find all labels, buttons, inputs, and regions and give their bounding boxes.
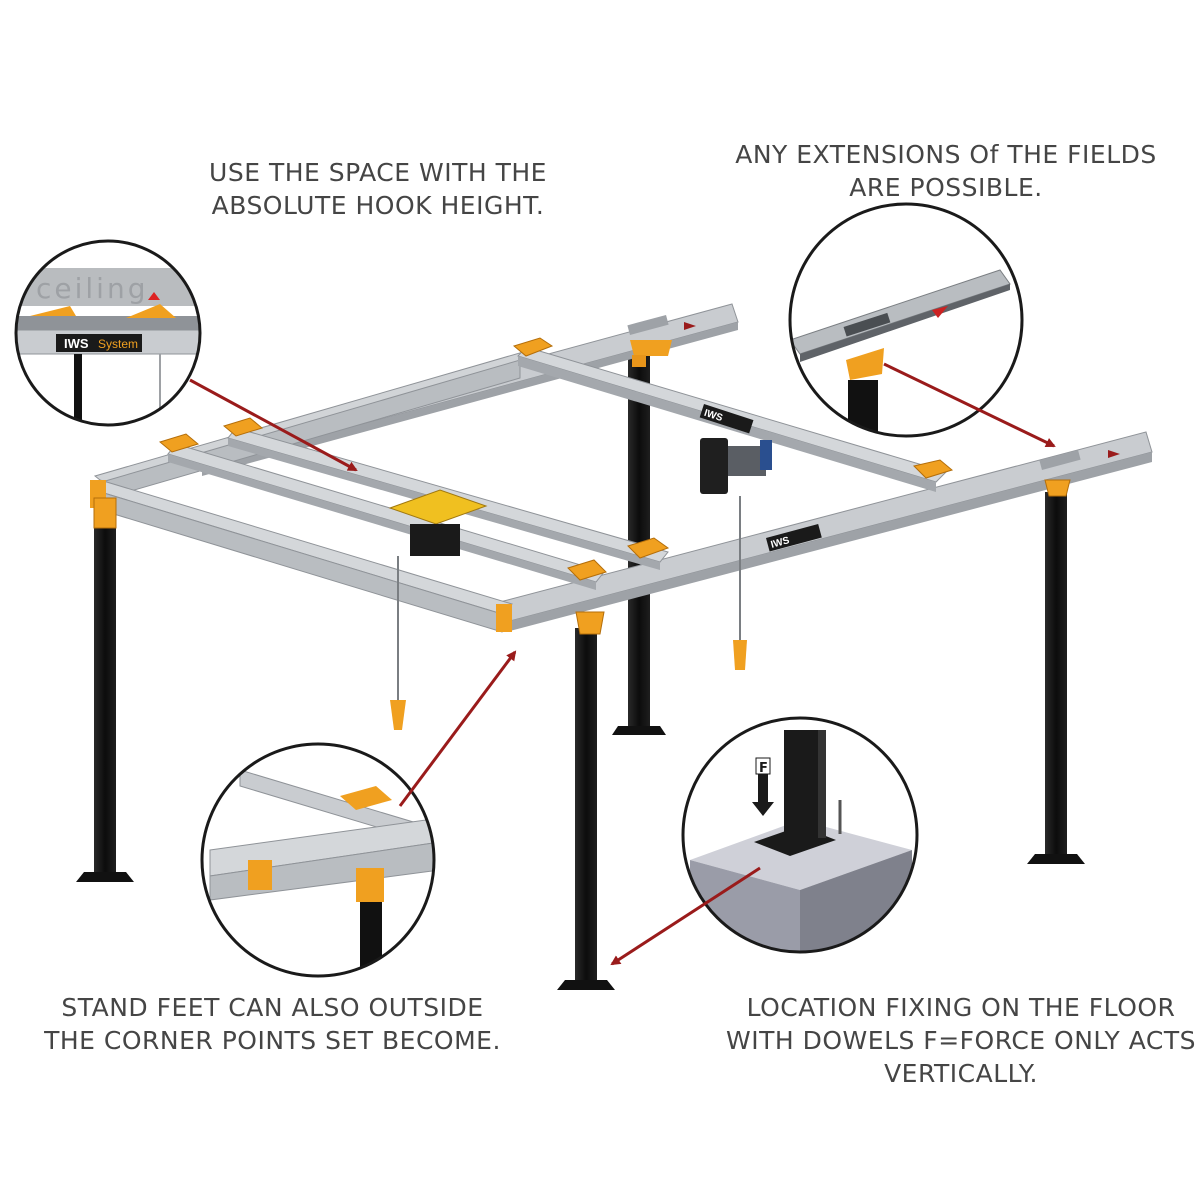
inset-system-text: System bbox=[98, 337, 138, 351]
inset-floor: F bbox=[681, 716, 919, 954]
annotation-hook-height: USE THE SPACE WITH THE ABSOLUTE HOOK HEI… bbox=[178, 156, 578, 222]
annotation-line: ARE POSSIBLE. bbox=[849, 173, 1043, 202]
annotation-stand-feet: STAND FEET CAN ALSO OUTSIDE THE CORNER P… bbox=[30, 991, 515, 1057]
pointer-arrows bbox=[189, 362, 1056, 966]
beam-logo-front: IWS bbox=[766, 524, 822, 552]
logo-text: IWS bbox=[770, 535, 791, 551]
gantry-structure: IWS IWS bbox=[76, 303, 1153, 990]
annotation-line: ANY EXTENSIONS Of THE FIELDS bbox=[735, 140, 1157, 169]
annotation-extensions: ANY EXTENSIONS Of THE FIELDS ARE POSSIBL… bbox=[706, 138, 1186, 204]
inset-extensions bbox=[788, 202, 1024, 438]
ceiling-text: ceiling bbox=[36, 272, 148, 305]
annotation-line: USE THE SPACE WITH THE bbox=[209, 158, 547, 187]
arrow-hook bbox=[189, 378, 358, 472]
inset-ceiling: ceiling IWS System bbox=[14, 239, 202, 427]
front-legs bbox=[76, 492, 1085, 990]
left-hoist bbox=[388, 489, 488, 730]
annotation-line: ABSOLUTE HOOK HEIGHT. bbox=[211, 191, 545, 220]
inset-logo-text: IWS bbox=[64, 336, 89, 351]
arrow-extensions bbox=[883, 362, 1056, 448]
arrow-feet bbox=[398, 650, 517, 807]
arrow-floor bbox=[610, 866, 761, 966]
bridge-beams bbox=[167, 427, 669, 590]
annotation-floor-fixing: LOCATION FIXING ON THE FLOOR WITH DOWELS… bbox=[716, 991, 1200, 1090]
annotation-line: THE CORNER POINTS SET BECOME. bbox=[44, 1026, 501, 1055]
annotation-line: VERTICALLY. bbox=[884, 1059, 1038, 1088]
right-hoist bbox=[700, 438, 772, 670]
annotation-line: WITH DOWELS F=FORCE ONLY ACTS bbox=[726, 1026, 1196, 1055]
corner-brackets bbox=[93, 337, 1071, 635]
force-symbol: F bbox=[759, 761, 768, 776]
annotation-line: STAND FEET CAN ALSO OUTSIDE bbox=[61, 993, 484, 1022]
annotation-line: LOCATION FIXING ON THE FLOOR bbox=[746, 993, 1176, 1022]
inset-stand-feet bbox=[200, 742, 436, 978]
